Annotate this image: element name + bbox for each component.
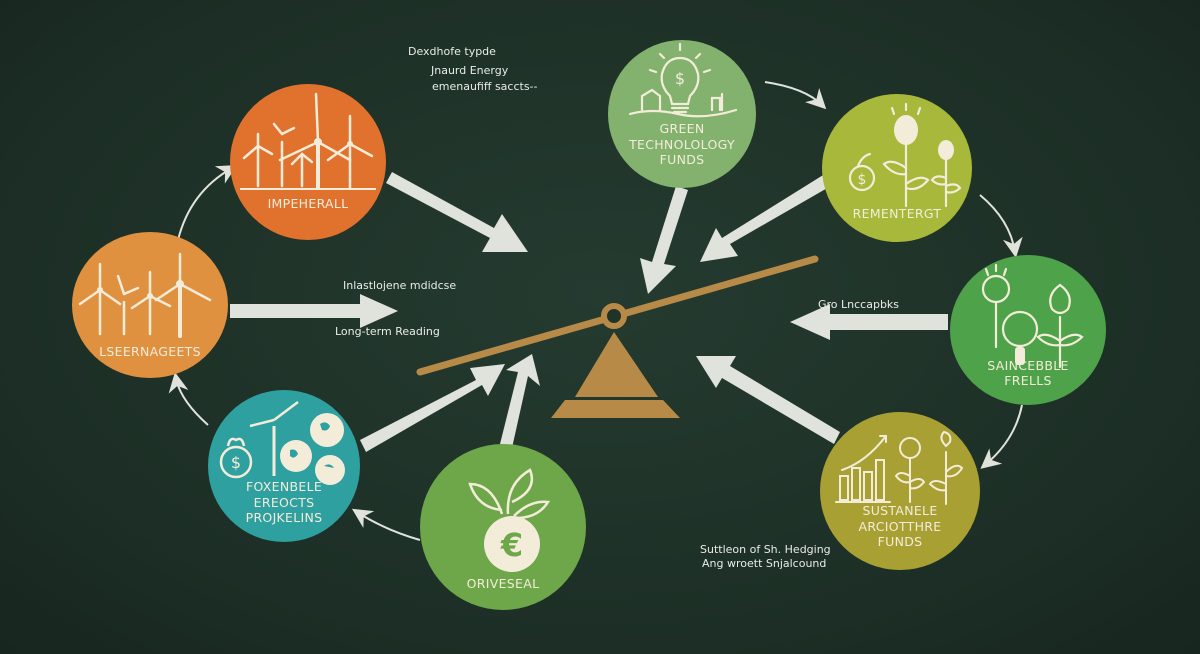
node-oriveseal[interactable]: € ORIVESEAL bbox=[420, 444, 586, 610]
left-arrow-bottom-label: Long-term Reading bbox=[335, 325, 440, 338]
node-label: FOXENBELE EREOCTS PROJKELINS bbox=[245, 479, 323, 526]
node-label: ORIVESEAL bbox=[466, 576, 540, 592]
wind-turbines-icon bbox=[240, 92, 376, 190]
balance-scale-icon bbox=[416, 255, 819, 418]
lightbulb-dollar-icon: $ bbox=[628, 42, 738, 118]
curve-arrow-3 bbox=[351, 508, 421, 541]
node-label: REMENTERGT bbox=[852, 206, 942, 222]
block-arrow-right bbox=[790, 304, 948, 340]
top-note-line-1: Dexdhofe typde bbox=[408, 45, 496, 58]
node-foxenbele[interactable]: $ FOXENBELE EREOCTS PROJKELINS bbox=[208, 390, 360, 542]
node-saincebble-frells[interactable]: SAINCEBBLE FRELLS bbox=[950, 255, 1106, 405]
node-label: GREEN TECHNOLOLOGY FUNDS bbox=[629, 121, 735, 168]
wind-turbines-icon bbox=[78, 252, 212, 338]
block-arrow-top-center bbox=[640, 186, 688, 294]
block-arrow-left bbox=[230, 294, 398, 328]
money-bag-turbine-globe-icon: $ bbox=[219, 401, 345, 485]
node-impeherall[interactable]: IMPEHERALL bbox=[230, 84, 386, 240]
block-arrow-bottom bbox=[500, 354, 540, 448]
block-arrow-bottom-left bbox=[360, 364, 505, 452]
node-sustanele-arciotthre-funds[interactable]: SUSTANELE ARCIOTTHRE FUNDS bbox=[820, 412, 980, 570]
svg-text:$: $ bbox=[858, 172, 867, 188]
curve-arrow-1 bbox=[177, 165, 238, 241]
bottom-right-note-line-1: Suttleon of Sh. Hedging bbox=[700, 543, 831, 556]
growth-chart-plants-icon bbox=[835, 430, 964, 505]
node-label: SUSTANELE ARCIOTTHRE FUNDS bbox=[858, 503, 942, 550]
node-label: SAINCEBBLE FRELLS bbox=[987, 357, 1069, 389]
node-lseernageets[interactable]: LSEERNAGEETS bbox=[72, 232, 228, 378]
curve-arrow-5 bbox=[979, 194, 1023, 258]
top-note-line-2: Jnaurd Energy bbox=[431, 64, 509, 77]
curve-arrow-4 bbox=[764, 81, 827, 110]
svg-text:€: € bbox=[500, 526, 523, 564]
block-arrow-top-right bbox=[700, 172, 836, 262]
money-plants-icon: $ bbox=[848, 102, 962, 208]
top-note-line-3: emenaufiff saccts-- bbox=[432, 80, 538, 93]
left-arrow-top-label: Inlastlojene mdidcse bbox=[343, 279, 457, 292]
node-label: LSEERNAGEETS bbox=[99, 344, 201, 360]
euro-sprout-icon: € bbox=[468, 468, 551, 572]
right-arrow-label: Gro Lnccapbks bbox=[818, 298, 900, 311]
block-arrow-bottom-right bbox=[696, 356, 840, 444]
node-rementergt[interactable]: $ REMENTERGT bbox=[822, 94, 972, 242]
curve-arrow-2 bbox=[168, 372, 209, 426]
curve-arrow-6 bbox=[980, 404, 1023, 469]
node-green-technology-funds[interactable]: $ GREEN TECHNOLOLOGY FUNDS bbox=[608, 40, 756, 188]
bottom-right-note-line-2: Ang wroett Snjalcound bbox=[702, 557, 827, 570]
flower-bulb-icon bbox=[981, 263, 1084, 369]
node-label: IMPEHERALL bbox=[267, 196, 349, 212]
svg-text:$: $ bbox=[675, 69, 685, 88]
svg-text:$: $ bbox=[231, 453, 241, 472]
block-arrow-top-left bbox=[386, 172, 528, 252]
